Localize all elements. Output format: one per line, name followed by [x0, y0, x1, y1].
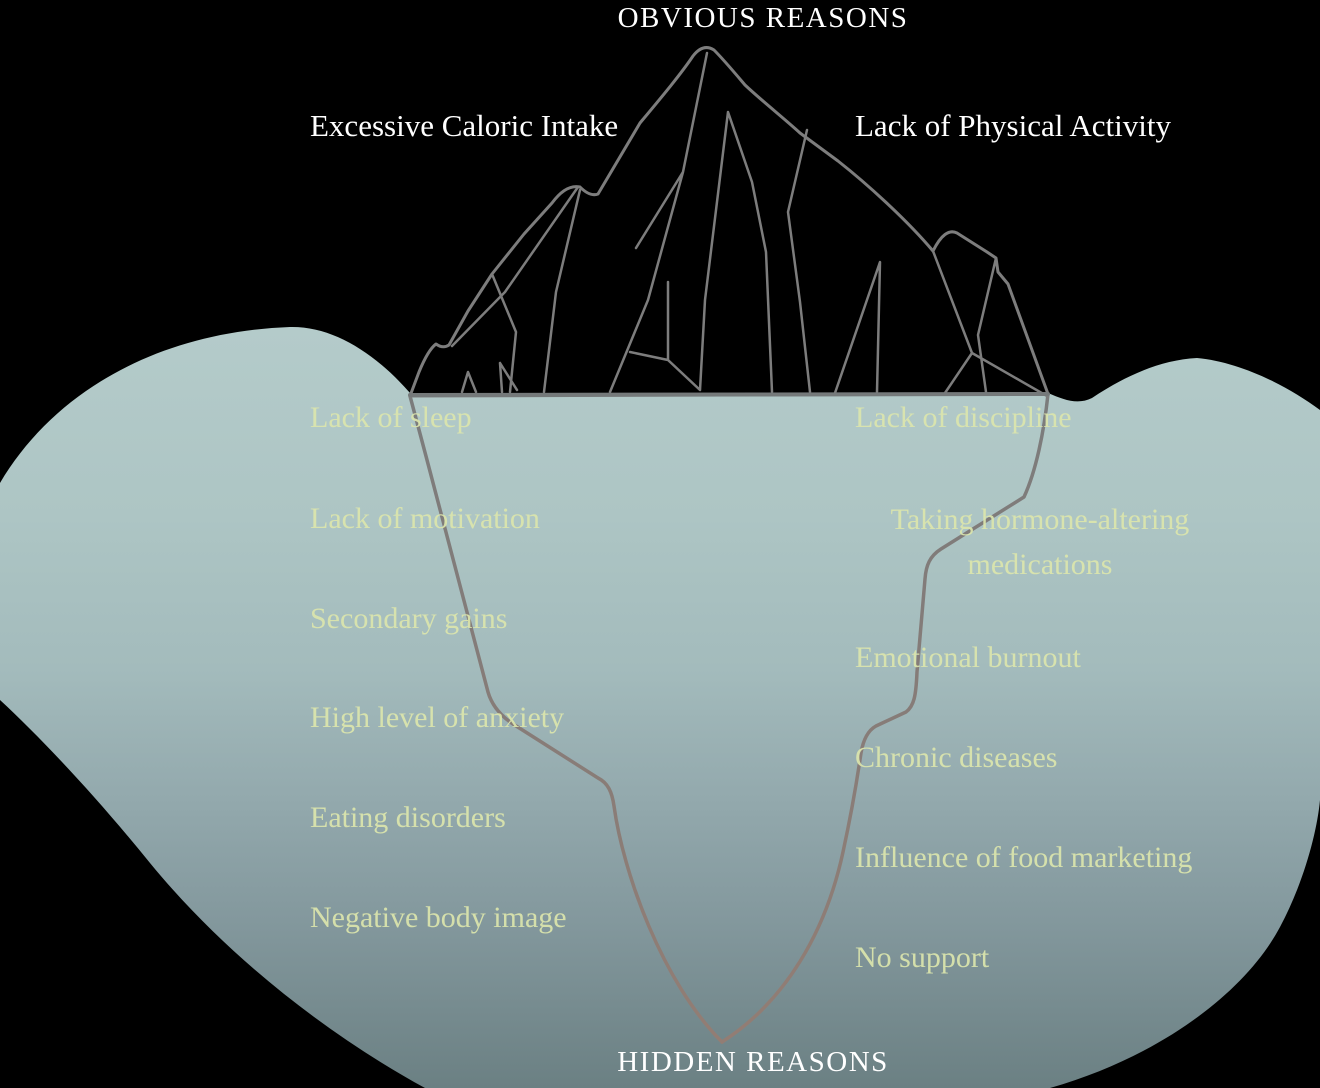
- hidden-reason-negative-body-image: Negative body image: [310, 901, 567, 934]
- hidden-reason-no-support: No support: [855, 941, 990, 974]
- hidden-reason-chronic-diseases: Chronic diseases: [855, 741, 1058, 774]
- iceberg-facet-lines: [450, 51, 1049, 398]
- waterline: [408, 392, 1050, 397]
- hidden-reason-emotional-burnout: Emotional burnout: [855, 641, 1081, 674]
- iceberg-above-water: [408, 46, 1050, 398]
- hidden-reason-lack-of-sleep: Lack of sleep: [310, 401, 472, 434]
- obvious-reason-right: Lack of Physical Activity: [855, 108, 1171, 143]
- hidden-reason-eating-disorders: Eating disorders: [310, 801, 506, 834]
- iceberg-silhouette: [408, 46, 1050, 398]
- hidden-reason-high-anxiety: High level of anxiety: [310, 701, 565, 734]
- hidden-reasons-title: HIDDEN REASONS: [617, 1046, 889, 1078]
- iceberg-underwater-outline: [408, 392, 1050, 1044]
- hidden-reason-food-marketing: Influence of food marketing: [855, 841, 1193, 874]
- hidden-reason-secondary-gains: Secondary gains: [310, 602, 508, 635]
- hidden-reason-lack-of-motivation: Lack of motivation: [310, 502, 540, 535]
- underwater-outline-right: [720, 392, 1050, 1044]
- obvious-reasons-title: OBVIOUS REASONS: [617, 2, 909, 34]
- underwater-outline-left: [408, 394, 724, 1044]
- water-body: [0, 326, 1320, 1088]
- hidden-reason-hormone-medications: Taking hormone-altering medications: [890, 503, 1190, 581]
- hidden-reason-lack-of-discipline: Lack of discipline: [855, 401, 1072, 434]
- obvious-reason-left: Excessive Caloric Intake: [310, 108, 619, 143]
